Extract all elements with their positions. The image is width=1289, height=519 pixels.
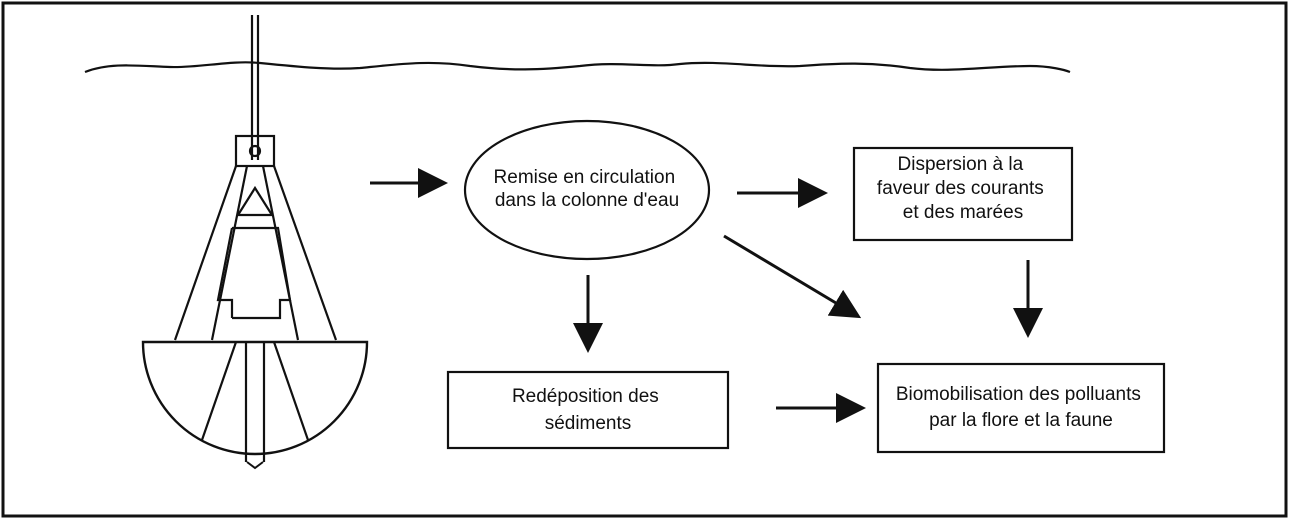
node-dispersion: Dispersion à la faveur des courants et d… [852, 146, 1074, 242]
water-surface-line [84, 61, 1071, 74]
svg-text:Dispersion à la faveur d: Dispersion à la faveur des courants et d… [877, 154, 1049, 223]
svg-text:Redéposition des sédimen: Redéposition des sédiments [512, 386, 664, 434]
node-redeposition-line-2: sédiments [545, 413, 632, 434]
diagram-arrows [370, 168, 1043, 423]
svg-text:Remise en circulation da: Remise en circulation dans la colonne d'… [494, 167, 681, 211]
node-dispersion-line-3: et des marées [903, 202, 1023, 223]
node-biomobilisation-line-1: Biomobilisation des polluants [896, 384, 1141, 405]
node-dispersion-line-1: Dispersion à la [898, 154, 1024, 175]
node-redeposition-line-1: Redéposition des [512, 386, 659, 407]
node-resuspension: Remise en circulation dans la colonne d'… [463, 119, 711, 261]
node-resuspension-line-1: Remise en circulation [494, 167, 676, 188]
node-resuspension-line-2: dans la colonne d'eau [495, 190, 679, 211]
clamshell-dredge-grab-icon [141, 15, 369, 470]
node-dispersion-line-2: faveur des courants [877, 178, 1044, 199]
arrow-resuspension-to-biomobilisation [723, 234, 862, 319]
node-biomobilisation: Biomobilisation des polluants par la flo… [876, 362, 1166, 454]
node-biomobilisation-line-2: par la flore et la faune [929, 410, 1113, 431]
svg-text:Biomobilisation des polluants: Biomobilisation des polluants par la flo… [896, 384, 1146, 431]
node-redeposition: Redéposition des sédiments [446, 370, 730, 450]
